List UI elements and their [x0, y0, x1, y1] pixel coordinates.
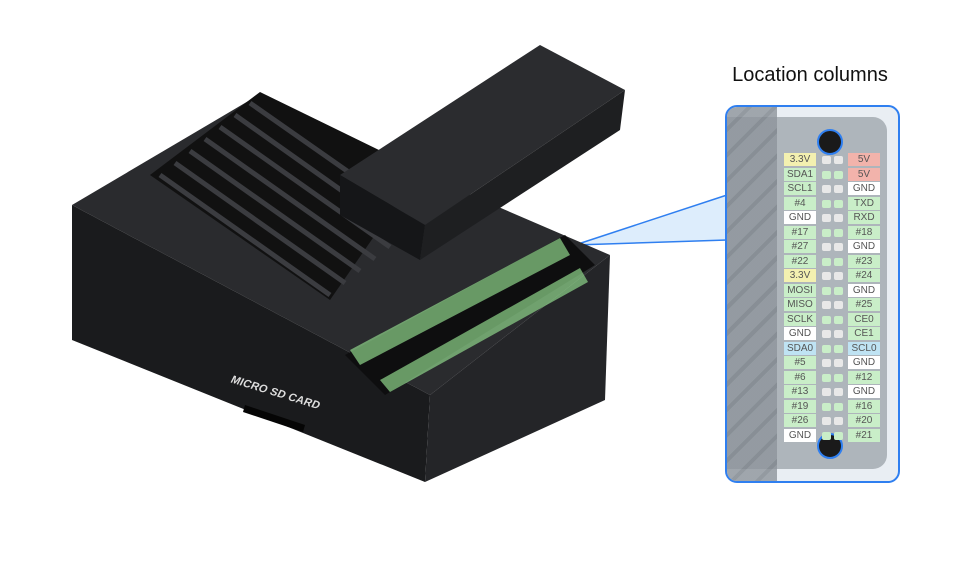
- header-pin: [822, 228, 831, 237]
- header-pin: [834, 199, 843, 208]
- pin-label-right: CE0: [848, 312, 880, 326]
- header-pin: [834, 344, 843, 353]
- pin-label-left: #27: [784, 240, 816, 253]
- header-pin: [834, 214, 843, 222]
- pin-label-left: SDA0: [784, 341, 816, 355]
- header-pin: [822, 359, 831, 367]
- header-pin: [834, 330, 843, 338]
- pin-label-right: #20: [848, 414, 880, 427]
- case-edge: [727, 107, 777, 481]
- header-pin: [834, 243, 843, 251]
- header-pin: [834, 156, 843, 164]
- header-pin: [822, 272, 831, 280]
- pin-label-left: MISO: [784, 298, 816, 311]
- pin-label-left: #19: [784, 399, 816, 413]
- pin-label-right: #23: [848, 254, 880, 268]
- header-pin: [834, 170, 843, 179]
- header-pin: [834, 185, 843, 193]
- pin-label-left: SCL1: [784, 182, 816, 195]
- header-pin: [822, 388, 831, 396]
- pin-label-right: GND: [848, 356, 880, 369]
- header-pin: [822, 185, 831, 193]
- pin-label-right: #25: [848, 298, 880, 311]
- callout-line-top: [574, 194, 728, 246]
- header-pin: [822, 315, 831, 324]
- pin-label-right: TXD: [848, 196, 880, 210]
- gpio-cover-block: [340, 45, 625, 260]
- header-pin: [834, 373, 843, 382]
- callout-title: Location columns: [732, 64, 888, 86]
- pin-label-left: SDA1: [784, 167, 816, 181]
- header-pin: [822, 170, 831, 179]
- pin-label-left: GND: [784, 327, 816, 340]
- gpio-header-strip: [345, 235, 595, 395]
- pin-label-right: 5V: [848, 153, 880, 166]
- pin-label-right: 5V: [848, 167, 880, 181]
- pin-label-left: MOSI: [784, 283, 816, 297]
- header-pin: [834, 257, 843, 266]
- pin-label-left: #13: [784, 385, 816, 398]
- pin-label-right: #18: [848, 225, 880, 239]
- pin-label-right: #21: [848, 428, 880, 442]
- header-pin: [822, 344, 831, 353]
- header-pin: [822, 431, 831, 440]
- pin-label-right: #24: [848, 269, 880, 282]
- pin-label-left: #26: [784, 414, 816, 427]
- header-pin: [822, 286, 831, 295]
- header-pin: [822, 243, 831, 251]
- header-pin: [822, 214, 831, 222]
- header-pin: [822, 156, 831, 164]
- pin-label-left: 3.3V: [784, 269, 816, 282]
- pin-label-right: CE1: [848, 327, 880, 340]
- pin-label-left: 3.3V: [784, 153, 816, 166]
- mounting-hole-top: [817, 129, 843, 155]
- header-pin: [822, 301, 831, 309]
- callout-line-bottom: [574, 239, 728, 246]
- header-pin: [834, 359, 843, 367]
- pin-label-right: GND: [848, 283, 880, 297]
- header-pin: [834, 388, 843, 396]
- pin-label-left: SCLK: [784, 312, 816, 326]
- header-pin: [834, 301, 843, 309]
- pin-label-left: #5: [784, 356, 816, 369]
- header-pin: [822, 330, 831, 338]
- header-pin: [834, 402, 843, 411]
- pin-label-left: #22: [784, 254, 816, 268]
- header-pin: [822, 417, 831, 425]
- pin-label-right: RXD: [848, 211, 880, 224]
- sd-slot: [243, 405, 305, 432]
- header-pin: [822, 373, 831, 382]
- pin-label-right: SCL0: [848, 341, 880, 355]
- pin-label-right: GND: [848, 385, 880, 398]
- pin-label-left: #17: [784, 225, 816, 239]
- pin-label-right: #12: [848, 370, 880, 384]
- header-pin: [834, 286, 843, 295]
- pin-label-left: #4: [784, 196, 816, 210]
- header-pin: [834, 431, 843, 440]
- pin-label-right: GND: [848, 240, 880, 253]
- header-pin: [822, 402, 831, 411]
- pin-label-left: GND: [784, 428, 816, 442]
- header-pin: [822, 257, 831, 266]
- pin-label-right: GND: [848, 182, 880, 195]
- header-pin: [822, 199, 831, 208]
- header-pin: [834, 228, 843, 237]
- pin-label-left: GND: [784, 211, 816, 224]
- header-pin: [834, 417, 843, 425]
- pin-label-right: #16: [848, 399, 880, 413]
- header-pin: [834, 315, 843, 324]
- pin-label-left: #6: [784, 370, 816, 384]
- header-pin: [834, 272, 843, 280]
